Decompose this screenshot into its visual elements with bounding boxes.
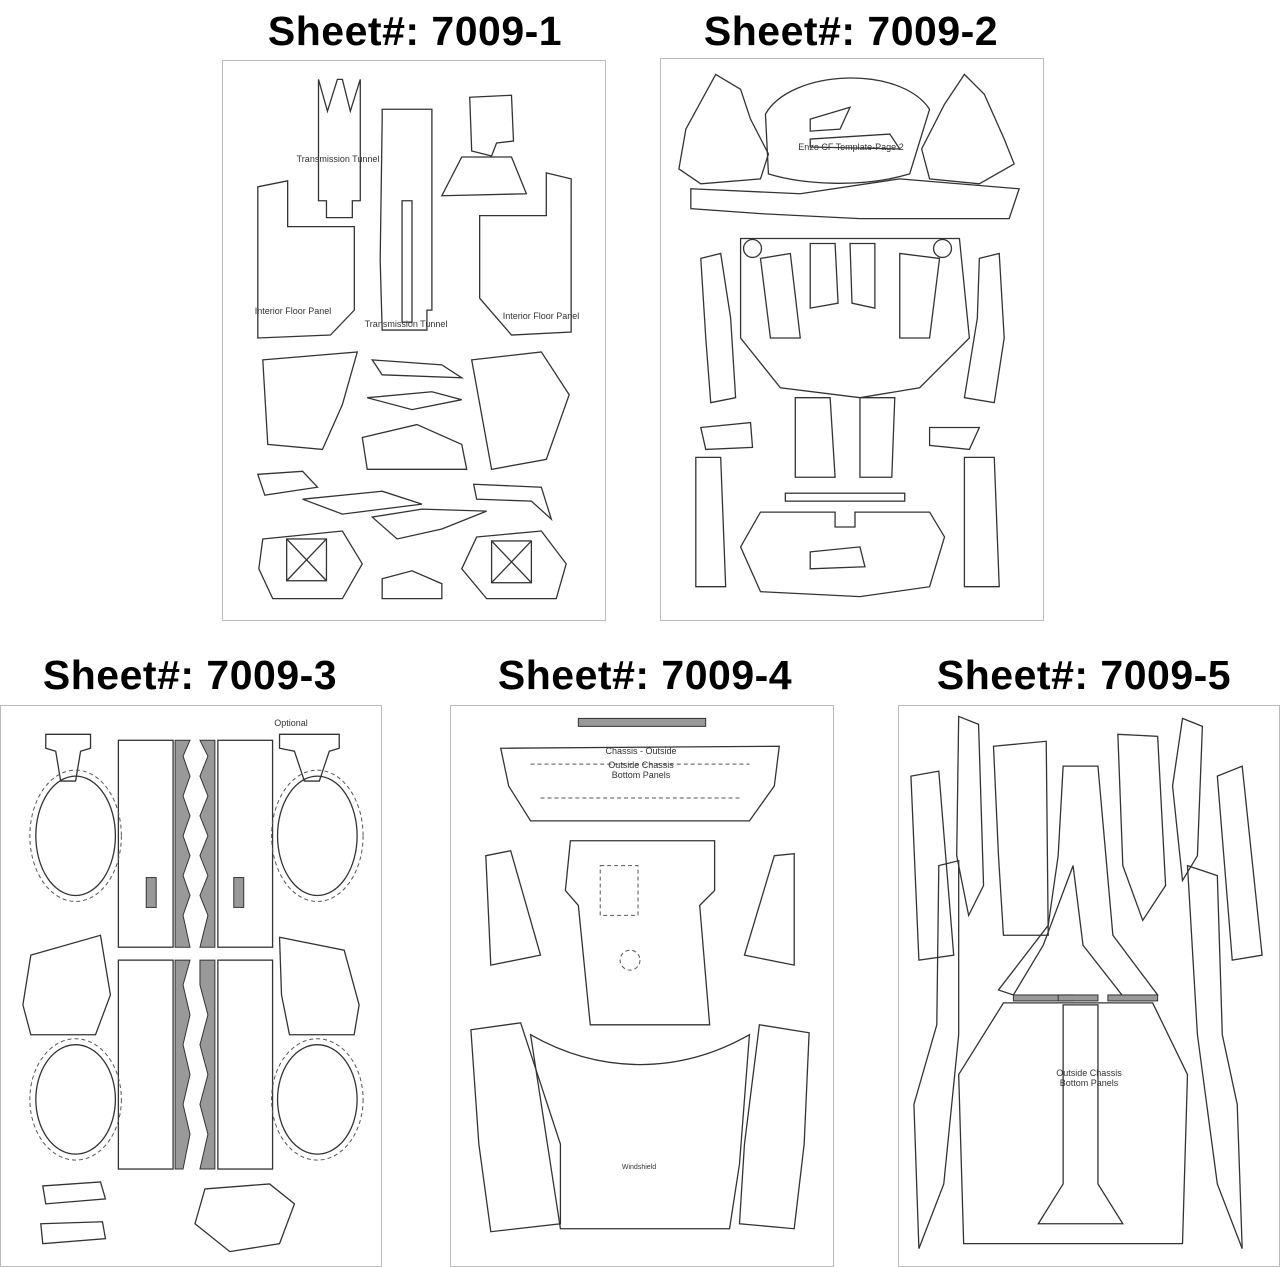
sheet-1-template: Transmission Tunnel Transmission Tunnel … bbox=[222, 60, 606, 621]
label-outside-chassis-bottom-panels: Outside Chassis Bottom Panels bbox=[1056, 1068, 1122, 1088]
sheet-5-title: Sheet#: 7009-5 bbox=[936, 652, 1232, 698]
label-interior-floor-panel: Interior Floor Panel bbox=[502, 311, 580, 321]
sheet-1-title: Sheet#: 7009-1 bbox=[267, 8, 563, 54]
label-transmission-tunnel: Transmission Tunnel bbox=[296, 154, 380, 164]
sheet-3-template: Optional bbox=[0, 705, 382, 1267]
sheet-2-template: Enzo CF Template-Page 2 bbox=[660, 58, 1044, 621]
label-outside-chassis-bottom-panels: Outside Chassis Bottom Panels bbox=[608, 760, 674, 780]
label-chassis-outside: Chassis - Outside bbox=[605, 746, 677, 756]
sheet-5-pattern-pieces bbox=[910, 715, 1263, 1249]
sheet-3-pattern-pieces bbox=[22, 733, 364, 1253]
label-enzo-cf-template: Enzo CF Template-Page 2 bbox=[798, 142, 904, 152]
sheet-3-title: Sheet#: 7009-3 bbox=[42, 652, 338, 698]
label-windshield: Windshield bbox=[621, 1164, 657, 1171]
label-optional: Optional bbox=[274, 718, 308, 728]
sheet-4-template: Chassis - Outside Outside Chassis Bottom… bbox=[450, 705, 834, 1267]
sheet-5-template: Outside Chassis Bottom Panels bbox=[898, 705, 1280, 1267]
sheet-2-pattern-pieces bbox=[678, 73, 1020, 598]
label-transmission-tunnel: Transmission Tunnel bbox=[364, 319, 448, 329]
sheet-2-title: Sheet#: 7009-2 bbox=[703, 8, 999, 54]
label-interior-floor-panel: Interior Floor Panel bbox=[254, 306, 332, 316]
sheet-4-title: Sheet#: 7009-4 bbox=[497, 652, 793, 698]
sheet-1-pattern-pieces bbox=[256, 78, 572, 600]
sheet-4-pattern-pieces bbox=[470, 717, 810, 1233]
